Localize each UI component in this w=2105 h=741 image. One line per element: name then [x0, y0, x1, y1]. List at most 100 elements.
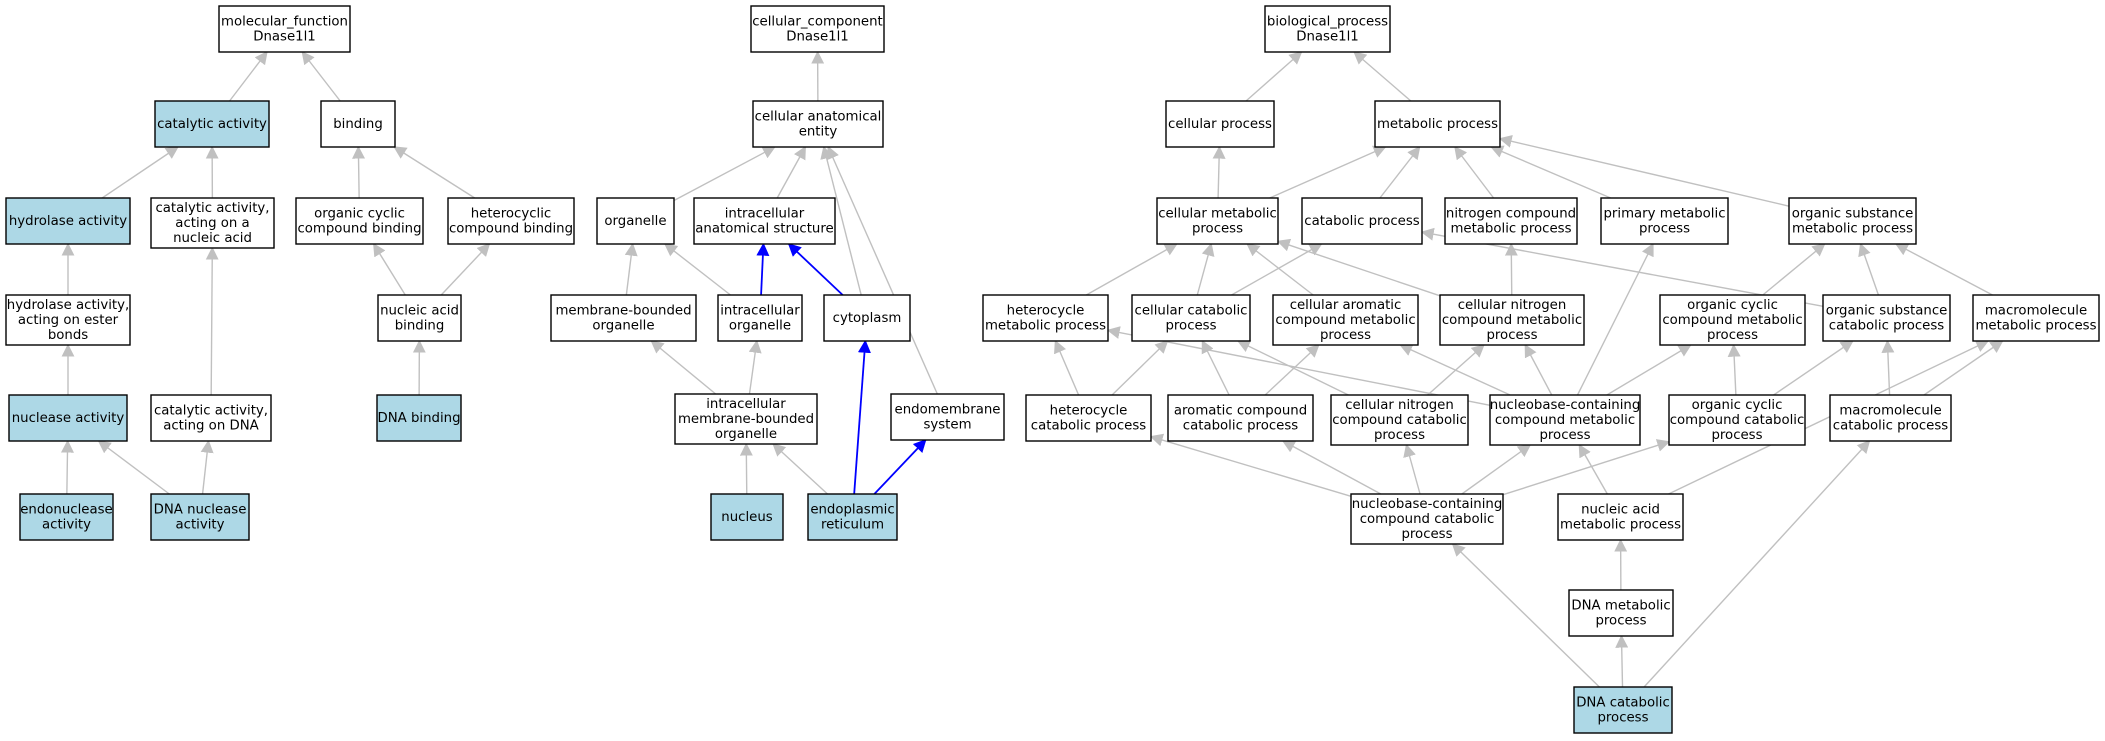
node-label-intracell-anat: anatomical structure [695, 221, 833, 236]
node-label-binding: binding [333, 117, 383, 132]
node-box-bp-root [1264, 5, 1391, 53]
edge-dna-catabolic-to-dna-metabolic [1615, 634, 1629, 688]
edge-nucleobase-catabolic-to-cell-nitrogen-catabolic [1403, 443, 1421, 495]
node-box-dna-binding [376, 394, 462, 442]
node-box-hydrolase-ester [5, 294, 131, 346]
node-label-cell-anat-entity: entity [799, 124, 838, 139]
node-box-organelle [596, 197, 675, 245]
node-label-dna-metabolic: process [1595, 613, 1646, 628]
node-label-intracell-organelle: intracellular [720, 303, 800, 318]
edge-nucleobase-catabolic-to-nucleobase-metabolic [1461, 444, 1532, 495]
edge-macromolecule-metabolic-to-organic-subst-metabolic [1894, 243, 1993, 296]
node-label-nucleobase-metabolic: process [1539, 428, 1590, 443]
node-box-organic-cyclic-binding [295, 197, 424, 245]
node-box-cell-nitrogen-metabolic [1439, 294, 1585, 346]
node-box-nucleus [710, 493, 784, 541]
edge-catalytic-activity-to-mf-root [228, 50, 268, 102]
node-label-heterocycle-metabolic: heterocycle [1007, 303, 1085, 318]
node-label-bp-root: biological_process [1267, 14, 1388, 29]
node-label-dna-catabolic: process [1597, 710, 1648, 725]
node-cat-dna: catalytic activity,acting on DNA [150, 394, 272, 442]
node-label-nuclease-activity: nuclease activity [12, 411, 125, 426]
edge-er-to-intracell-mb-organelle [772, 443, 828, 495]
edge-endomembrane-to-cell-anat-entity [826, 145, 938, 395]
edge-cellular-process-to-bp-root [1245, 51, 1303, 102]
node-label-endomembrane: endomembrane [895, 402, 1001, 417]
edge-catabolic-to-metabolic-process [1379, 145, 1421, 199]
edge-cell-nitrogen-metabolic-to-nitrogen-metabolic [1504, 242, 1518, 296]
node-label-organic-subst-metabolic: metabolic process [1792, 221, 1913, 236]
node-box-intracell-anat [693, 197, 836, 245]
node-label-organic-cyclic-catabolic: organic cyclic [1692, 398, 1783, 413]
edge-macromolecule-catabolic-to-organic-subst-catabolic [1881, 339, 1895, 396]
node-metabolic-process: metabolic process [1374, 100, 1501, 148]
node-box-binding [320, 100, 396, 148]
edge-primary-metabolic-to-metabolic-process [1490, 145, 1611, 199]
node-box-cytoplasm [823, 294, 911, 342]
node-label-dna-metabolic: DNA metabolic [1571, 598, 1670, 613]
node-label-er: reticulum [821, 517, 884, 532]
edge-er-to-cytoplasm [853, 339, 871, 495]
edge-organic-cyclic-catabolic-to-organic-cyclic-metabolic [1727, 343, 1741, 396]
node-label-primary-metabolic: primary metabolic [1603, 206, 1725, 221]
node-box-endomembrane [890, 393, 1005, 441]
node-box-cc-root [750, 5, 885, 53]
node-hydrolase-activity: hydrolase activity [5, 197, 131, 245]
node-label-cell-nitrogen-metabolic: compound metabolic [1442, 313, 1582, 328]
node-box-catabolic [1301, 197, 1423, 245]
node-label-cc-root: cellular_component [752, 14, 883, 29]
node-binding: binding [320, 100, 396, 148]
node-label-nucleic-acid-binding: nucleic acid [380, 303, 459, 318]
edge-membrane-bounded-to-organelle [624, 242, 638, 296]
edge-nucleobase-catabolic-to-heterocycle-catabolic [1149, 433, 1352, 497]
node-box-nitrogen-metabolic [1444, 197, 1578, 245]
node-box-heterocycle-catabolic [1025, 394, 1152, 442]
node-label-cell-nitrogen-metabolic: process [1486, 328, 1537, 343]
node-label-organic-subst-catabolic: catabolic process [1829, 318, 1944, 333]
node-label-organelle: organelle [604, 214, 666, 229]
node-nuclease-activity: nuclease activity [8, 394, 128, 442]
node-label-macromolecule-metabolic: macromolecule [1985, 303, 2087, 318]
node-box-catalytic-activity [154, 100, 270, 148]
node-label-intracell-organelle: organelle [729, 318, 791, 333]
edge-metabolic-process-to-bp-root [1353, 51, 1412, 102]
node-label-cell-aromatic-metabolic: compound metabolic [1275, 313, 1415, 328]
node-label-nitrogen-metabolic: nitrogen compound [1446, 206, 1576, 221]
edge-dna-nuclease-to-nuclease-activity [97, 440, 170, 495]
edge-nucleobase-metabolic-to-cell-aromatic-metabolic [1399, 343, 1511, 396]
node-box-heterocyclic-binding [447, 197, 575, 245]
node-label-mf-root: Dnase1l1 [253, 29, 316, 44]
node-label-cell-anat-entity: cellular anatomical [755, 109, 882, 124]
node-label-organic-cyclic-binding: compound binding [297, 221, 421, 236]
node-label-nucleobase-metabolic: compound metabolic [1495, 413, 1635, 428]
node-label-dna-binding: DNA binding [377, 411, 460, 426]
node-label-cell-catabolic: cellular catabolic [1135, 303, 1248, 318]
node-label-nucleobase-metabolic: nucleobase-containing [1490, 398, 1641, 413]
node-box-cell-aromatic-metabolic [1272, 294, 1419, 346]
node-box-organic-subst-metabolic [1788, 197, 1917, 245]
edge-intracell-organelle-to-organelle [663, 243, 731, 296]
node-box-cell-metabolic [1156, 197, 1279, 245]
node-label-organic-cyclic-catabolic: process [1711, 428, 1762, 443]
node-label-cell-metabolic: process [1192, 221, 1243, 236]
edge-cell-nitrogen-metabolic-to-cell-metabolic [1276, 238, 1441, 297]
node-box-nucleic-acid-metabolic [1557, 493, 1684, 541]
node-label-organic-subst-catabolic: organic substance [1826, 303, 1948, 318]
node-box-cell-nitrogen-catabolic [1330, 394, 1469, 446]
